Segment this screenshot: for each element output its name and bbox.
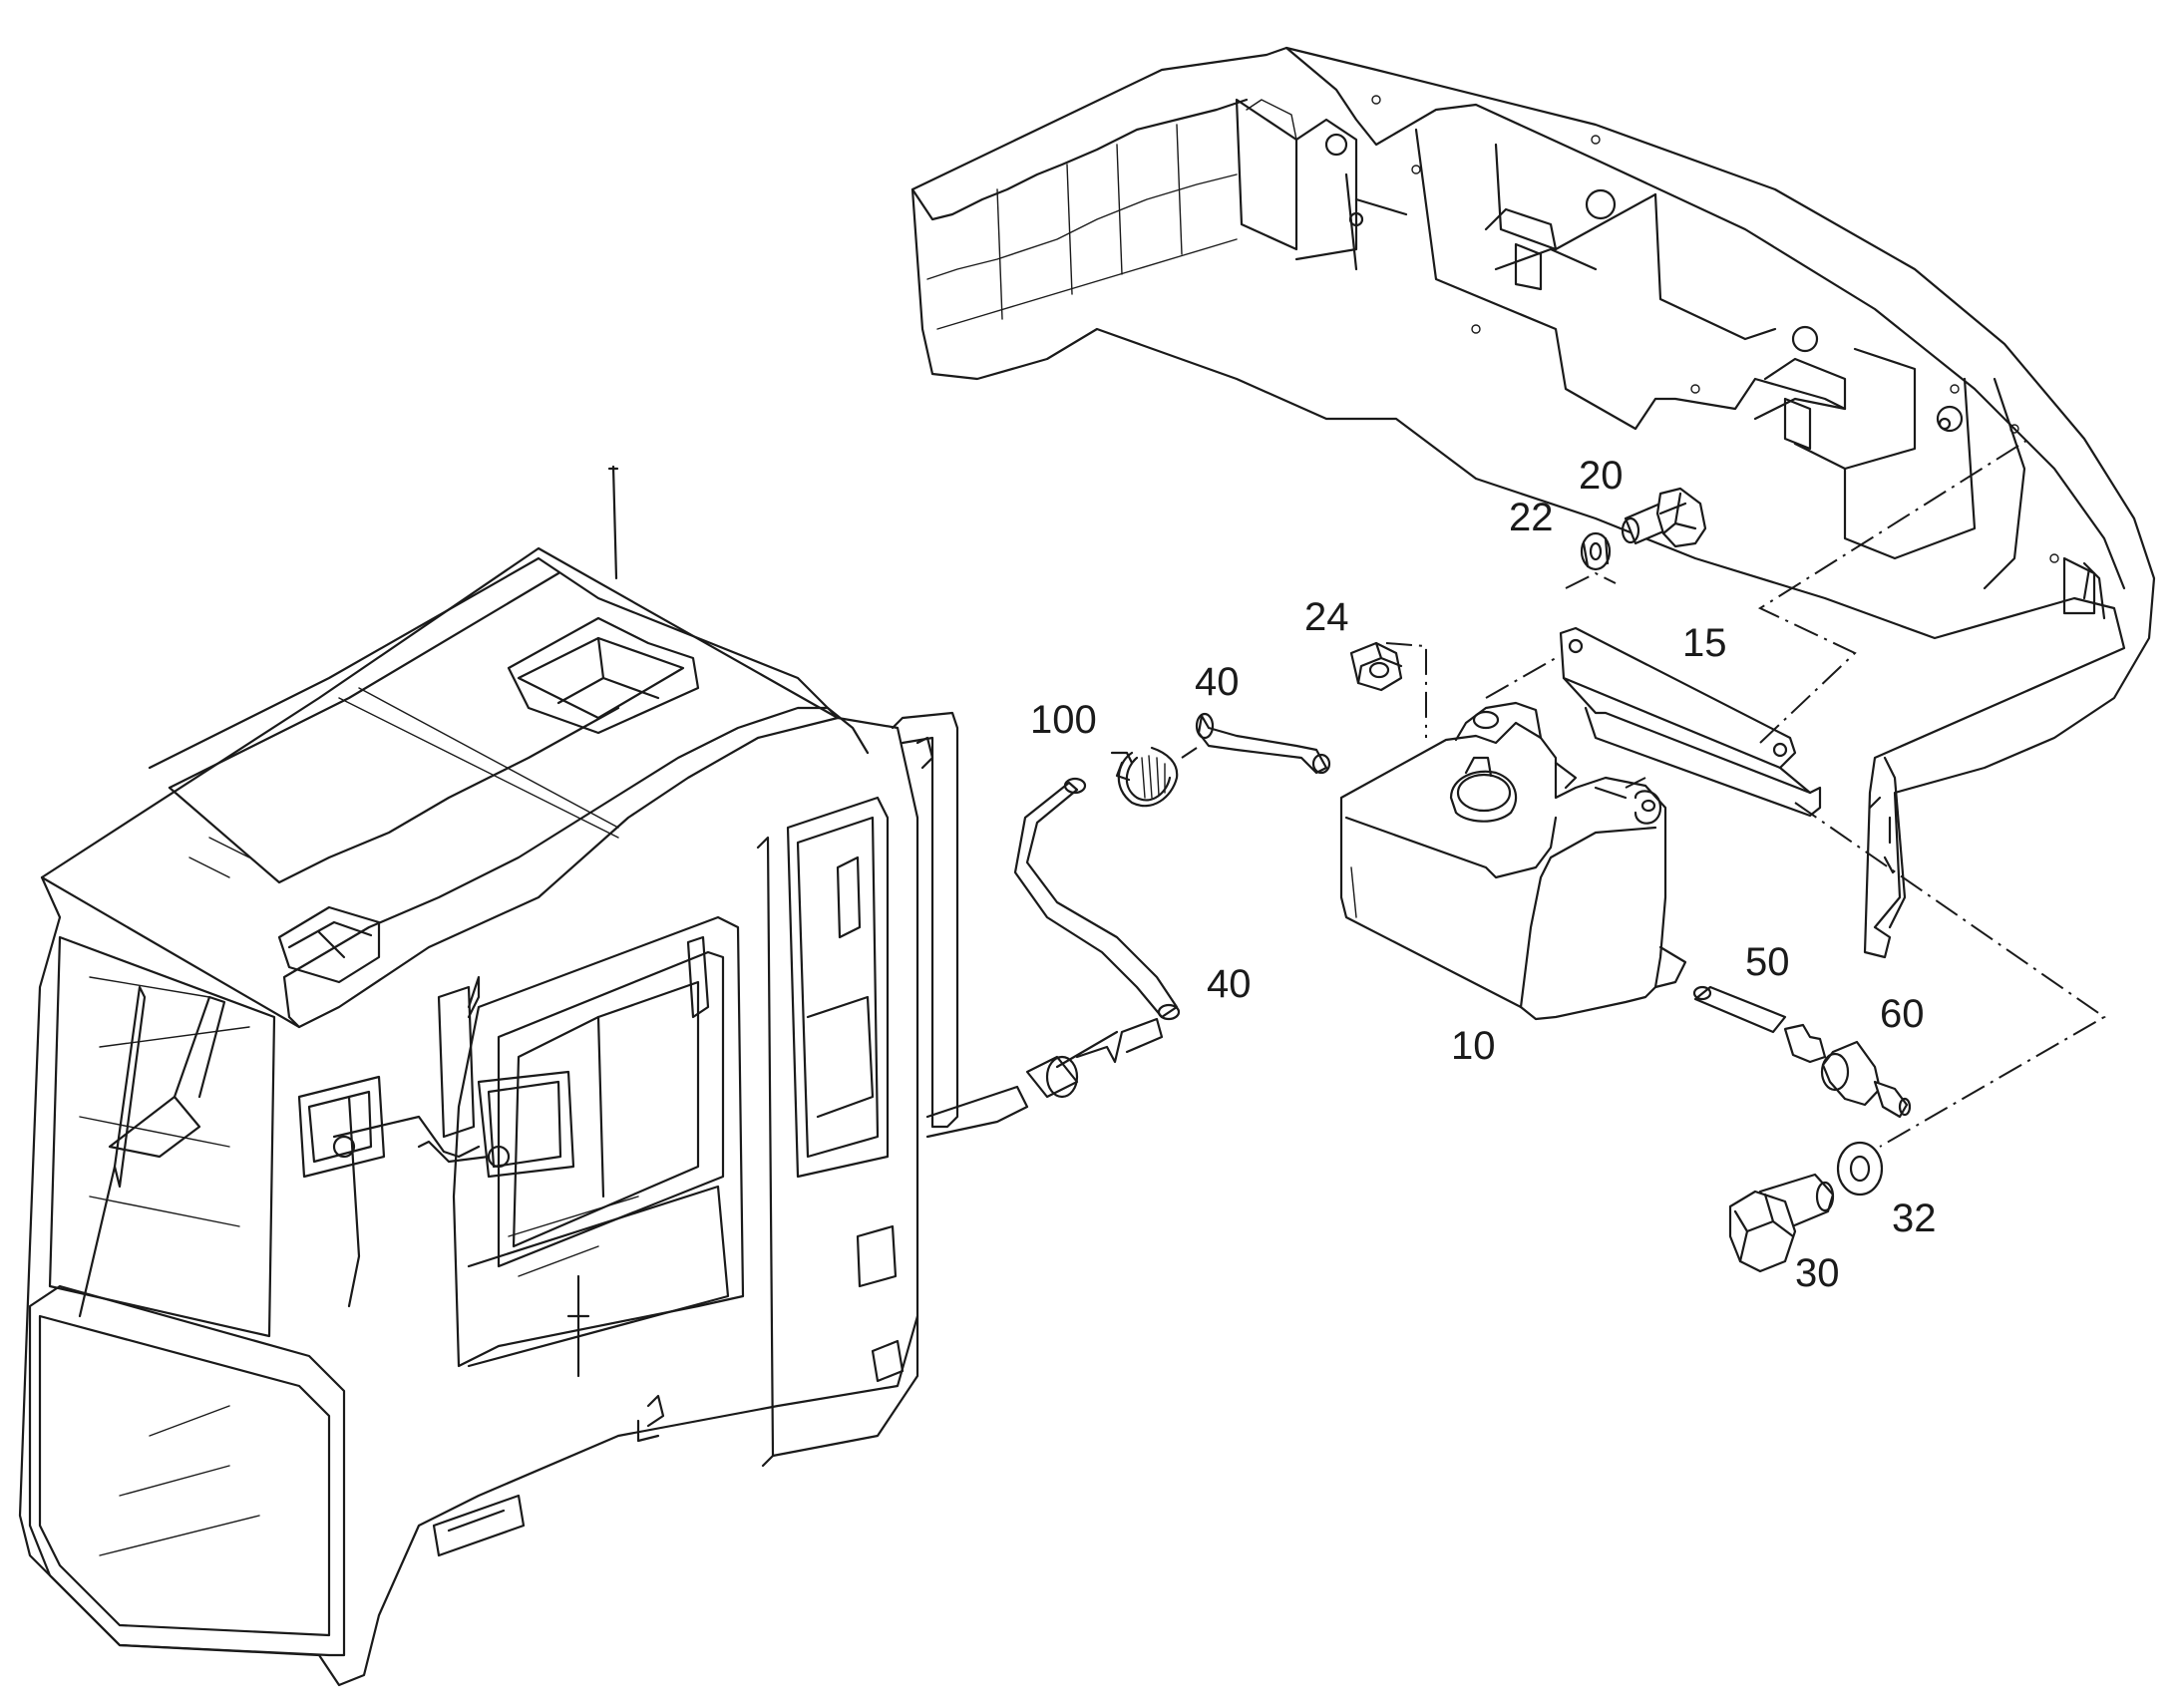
callout-24: 24 <box>1304 595 1349 639</box>
callout-32: 32 <box>1892 1196 1937 1240</box>
bracket <box>1559 626 1822 818</box>
hose-clamp-100 <box>1110 746 1179 808</box>
washer-32 <box>1836 1141 1884 1196</box>
cab-front-glass-frame <box>28 1284 346 1657</box>
fitting-on-hose <box>925 1017 1164 1139</box>
bolt-20 <box>1621 487 1707 548</box>
nut-24 <box>1349 641 1403 692</box>
bolt-30 <box>1728 1173 1835 1273</box>
callout-15: 15 <box>1682 621 1727 665</box>
counterweight <box>910 46 2156 959</box>
callout-10: 10 <box>1451 1024 1496 1068</box>
pin-50 <box>1692 985 1787 1034</box>
callout-20: 20 <box>1579 454 1624 498</box>
operator-cab <box>18 465 959 1687</box>
callout-30: 30 <box>1795 1251 1840 1295</box>
hose-40-upper <box>1195 712 1331 775</box>
cab-antenna <box>607 465 619 580</box>
hose-40-lower <box>1013 777 1181 1021</box>
cab-grab-handle <box>891 711 959 1129</box>
callout-40-upper: 40 <box>1195 660 1240 704</box>
callout-40-lower: 40 <box>1207 962 1252 1006</box>
callout-22: 22 <box>1509 496 1554 539</box>
washer-22 <box>1580 531 1612 571</box>
callout-labels: 20 22 24 15 100 40 40 10 50 60 32 30 <box>1030 454 1937 1295</box>
callout-50: 50 <box>1745 940 1790 984</box>
cab-door <box>452 915 745 1368</box>
callout-60: 60 <box>1880 992 1925 1036</box>
reservoir-tank <box>1339 701 1687 1021</box>
assembly-lines <box>1181 438 2106 1148</box>
valve-60 <box>1783 1023 1912 1119</box>
callout-100: 100 <box>1030 698 1097 742</box>
